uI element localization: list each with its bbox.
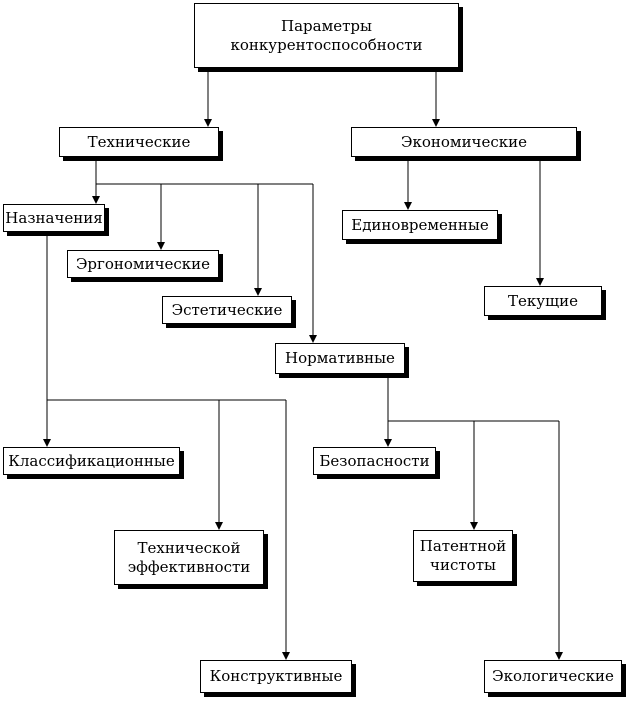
node-safety: Безопасности — [313, 447, 436, 475]
node-economic: Экономические — [351, 127, 577, 157]
node-ecological: Экологические — [484, 660, 622, 693]
node-purpose: Назначения — [3, 204, 105, 232]
node-tech-efficiency: Технической эффективности — [114, 530, 264, 585]
node-onetime: Единовременные — [342, 210, 498, 240]
node-aesthetic: Эстетические — [162, 296, 292, 324]
node-normative: Нормативные — [275, 343, 405, 374]
node-root: Параметры конкурентоспособности — [194, 3, 459, 68]
node-constructive: Конструктивные — [200, 660, 352, 693]
node-ergonomic: Эргономические — [67, 250, 219, 278]
node-classification: Классификационные — [3, 447, 180, 475]
node-technical: Технические — [59, 127, 219, 157]
node-current: Текущие — [484, 286, 602, 316]
node-patent: Патентной чистоты — [413, 530, 513, 582]
